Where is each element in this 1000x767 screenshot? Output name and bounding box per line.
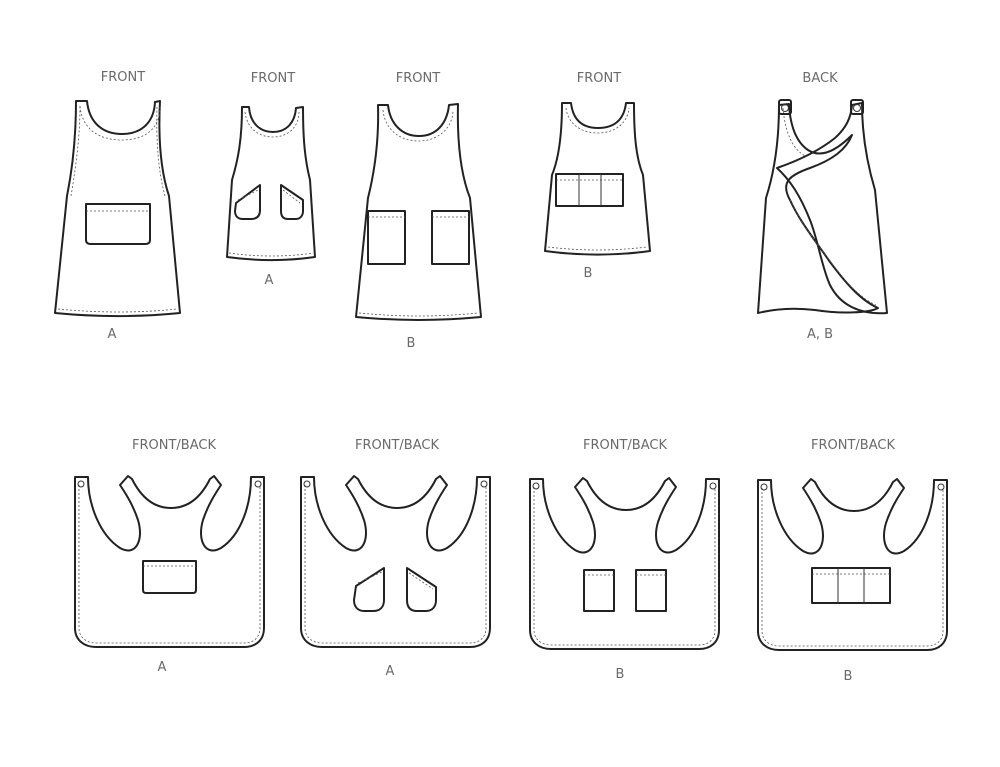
patch-pocket-left	[367, 210, 406, 265]
view-label: A	[108, 327, 117, 342]
view-heading: FRONT/BACK	[132, 438, 216, 453]
apron-front-white	[54, 100, 181, 317]
strap-button-left	[778, 99, 792, 115]
view-top-2: FRONT A	[226, 71, 316, 288]
patch-pocket	[142, 560, 197, 594]
view-heading: FRONT/BACK	[355, 438, 439, 453]
view-heading: FRONT	[251, 71, 295, 86]
apron-front-shaded	[226, 106, 316, 261]
view-label: B	[584, 266, 593, 281]
patch-pocket	[85, 203, 151, 245]
patch-pocket-right	[635, 569, 667, 612]
view-heading: FRONT/BACK	[583, 438, 667, 453]
view-bottom-2: FRONT/BACK A	[300, 438, 491, 679]
view-bottom-4: FRONT/BACK B	[757, 438, 948, 684]
view-heading: FRONT	[396, 71, 440, 86]
view-bottom-1: FRONT/BACK A	[74, 438, 265, 675]
view-heading: FRONT	[101, 70, 145, 85]
patch-pocket-left	[583, 569, 615, 612]
view-heading: FRONT/BACK	[811, 438, 895, 453]
divided-pocket	[555, 173, 624, 207]
angled-pocket-left	[353, 567, 385, 612]
view-label: A	[265, 273, 274, 288]
apron-flat-shaded	[300, 475, 491, 648]
view-label: A	[158, 660, 167, 675]
view-top-5: BACK A, B	[757, 71, 888, 342]
view-heading: FRONT	[577, 71, 621, 86]
angled-pocket-right	[280, 184, 304, 220]
view-bottom-3: FRONT/BACK B	[529, 438, 720, 682]
view-label: A, B	[807, 327, 833, 342]
apron-flat-white	[74, 475, 265, 648]
angled-pocket-left	[234, 184, 261, 220]
view-heading: BACK	[802, 71, 838, 86]
patch-pocket-right	[431, 210, 470, 265]
view-top-1: FRONT A	[54, 70, 181, 342]
angled-pocket-right	[406, 567, 437, 612]
view-top-4: FRONT B	[544, 71, 651, 281]
view-label: B	[616, 667, 625, 682]
apron-back-crossover	[757, 102, 888, 315]
strap-button-right	[850, 99, 864, 115]
apron-flat-shaded	[757, 478, 948, 651]
apron-front-shaded	[544, 102, 651, 256]
apron-flat-white	[529, 477, 720, 650]
apron-front-white	[355, 103, 482, 321]
view-top-3: FRONT B	[355, 71, 482, 351]
view-label: B	[407, 336, 416, 351]
view-label: A	[386, 664, 395, 679]
view-label: B	[844, 669, 853, 684]
divided-pocket	[811, 567, 891, 604]
